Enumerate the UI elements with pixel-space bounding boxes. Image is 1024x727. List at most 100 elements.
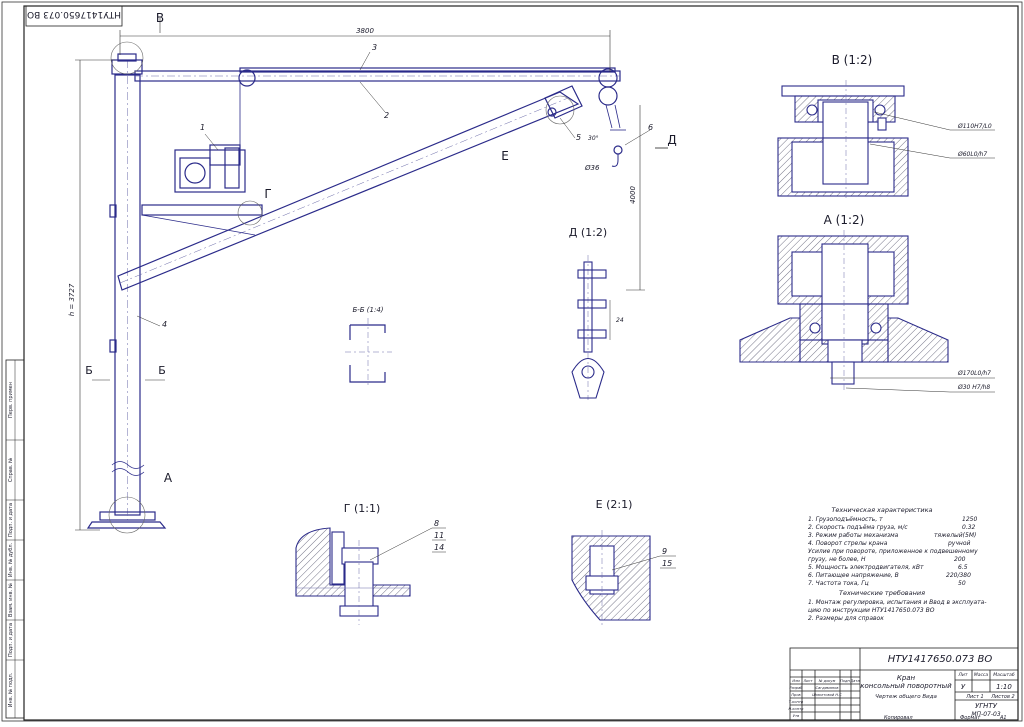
tech-row-8-value: 220/380 — [946, 572, 971, 579]
title-block — [789, 647, 1019, 721]
part-4: 4 — [162, 320, 167, 329]
side-label-1: Перв. примен — [8, 382, 14, 418]
view-A-leaders — [830, 377, 995, 393]
tech-row-7-label: 5. Мощность электродвигателя, кВт — [808, 564, 924, 571]
tb-r-tkontr: Т.контр — [789, 700, 804, 704]
req-1: 1. Монтаж регулировка, испытания и Ввод … — [808, 599, 987, 606]
title-scale: 1:10 — [996, 683, 1012, 691]
tech-row-4-value: ручной — [947, 540, 970, 547]
part-1: 1 — [200, 123, 205, 132]
part-3: 3 — [372, 43, 377, 52]
side-label-2: Справ. № — [8, 457, 14, 482]
title-lit: У — [961, 683, 966, 691]
view-B-leaders — [869, 111, 995, 159]
tb-col-sign: Подп — [840, 679, 850, 683]
tech-row-2-value: 0.32 — [962, 524, 976, 531]
tech-row-3-value: тяжелый(5М) — [934, 532, 976, 539]
side-strip: Перв. примен Справ. № Подп. и дата Инв. … — [5, 359, 25, 719]
label-view-E: Е — [501, 149, 509, 163]
title-name-2: консольный поворотный — [860, 682, 952, 690]
title-h-scale: Масштаб — [993, 672, 1015, 678]
req-3: 2. Размеры для справок — [808, 615, 884, 622]
tb-format-val: А1 — [999, 715, 1007, 721]
tb-col-list: Лист — [802, 679, 813, 683]
tech-row-7-value: 6.5 — [958, 564, 968, 571]
part-9: 9 — [662, 547, 667, 556]
tech-row-4-label: 4. Поворот стрелы крана — [808, 540, 888, 547]
motor-platform — [141, 204, 263, 216]
part-8: 8 — [434, 519, 439, 528]
tech-spec: Техническая характеристика 1. Грузоподъё… — [808, 506, 987, 622]
tech-row-1-value: 1250 — [962, 516, 977, 523]
dim-span: 3800 — [356, 27, 374, 35]
section-BB — [345, 318, 392, 388]
tech-row-2-label: 2. Скорость подъёма груза, м/с — [808, 524, 908, 531]
view-E — [571, 530, 651, 625]
tech-row-8-label: 6. Питающее напряжение, В — [808, 572, 899, 579]
title-sheets: Листов 2 — [990, 694, 1014, 700]
dim-d36: Ø36 — [584, 164, 600, 172]
part-2: 2 — [384, 111, 389, 120]
dim-angle: 30° — [588, 135, 599, 142]
view-G-leaders — [369, 527, 446, 561]
tech-row-9-label: 7. Частота тока, Гц — [808, 580, 869, 587]
view-E-leaders — [611, 555, 676, 571]
title-sheet: Лист 1 — [965, 694, 983, 700]
part-15: 15 — [662, 559, 672, 568]
tech-row-6-label: грузу, не более, Н — [808, 556, 866, 563]
view-A-title: А (1:2) — [824, 213, 865, 227]
tb-col-date: Дата — [849, 679, 859, 683]
dim-height: h = 3727 — [68, 283, 76, 316]
req-title: Технические требования — [839, 589, 925, 597]
dim-d-view: 24 — [616, 317, 624, 324]
view-G-title: Г (1:1) — [344, 502, 381, 515]
tech-row-9-value: 50 — [958, 580, 966, 587]
fit-4: Ø30 Н7/h8 — [957, 384, 990, 391]
title-org-2: МП-07-03 — [971, 711, 1000, 718]
req-2: цию по инструкции НТУ1417650.073 ВО — [808, 607, 935, 614]
view-D — [571, 255, 611, 400]
label-view-B: В — [156, 11, 164, 25]
part-11: 11 — [434, 531, 444, 540]
title-doc-number: НТУ1417650.073 ВО — [888, 654, 993, 665]
view-G — [295, 527, 411, 625]
side-label-3: Подп. и дата — [8, 503, 14, 537]
crane-main-view — [86, 41, 626, 534]
tb-col-doc: № докум — [818, 679, 836, 683]
tb-n-prov: Шмолтовой Н.С — [812, 693, 842, 697]
view-B — [777, 80, 909, 200]
tech-row-1-label: 1. Грузоподъёмность, т — [808, 516, 883, 523]
tech-row-5-label: Усилие при повороте, приложенное к подве… — [808, 548, 978, 555]
label-view-G: Г — [264, 187, 271, 201]
title-org-1: УГНТУ — [975, 702, 998, 710]
fit-3: Ø170L0/h7 — [957, 370, 991, 377]
fit-2: Ø60L0/h7 — [957, 151, 987, 158]
title-name-1: Кран — [897, 674, 916, 682]
part-leaders — [136, 51, 651, 327]
fit-1: Ø110Н7/L0 — [957, 123, 992, 130]
tb-r-prov: Пров — [791, 693, 800, 697]
view-D-title: Д (1:2) — [569, 226, 607, 239]
part-5: 5 — [576, 133, 581, 142]
top-stamp-text: НТУ1417650.073 ВО — [27, 9, 121, 19]
tb-format: Формат — [960, 715, 981, 721]
view-B-title: В (1:2) — [832, 53, 873, 67]
side-label-6: Подп. и дата — [8, 623, 14, 657]
side-label-5: Взам. инв. № — [8, 582, 14, 617]
tb-r-utv: Утв — [793, 714, 799, 718]
tech-row-6-value: 200 — [954, 556, 966, 563]
view-A — [739, 230, 949, 390]
part-6: 6 — [648, 123, 653, 132]
label-view-D: Д — [667, 133, 676, 147]
title-h-mass: Масса — [974, 672, 989, 678]
title-name-3: Чертеж общего Вида — [875, 694, 937, 700]
view-E-title: Е (2:1) — [596, 498, 633, 511]
label-view-A: А — [164, 471, 173, 485]
base-plate — [99, 511, 156, 521]
side-label-7: Инв. № подл. — [8, 672, 14, 707]
side-label-4: Инв. № дубл. — [8, 542, 14, 577]
crane-strut — [117, 91, 580, 291]
